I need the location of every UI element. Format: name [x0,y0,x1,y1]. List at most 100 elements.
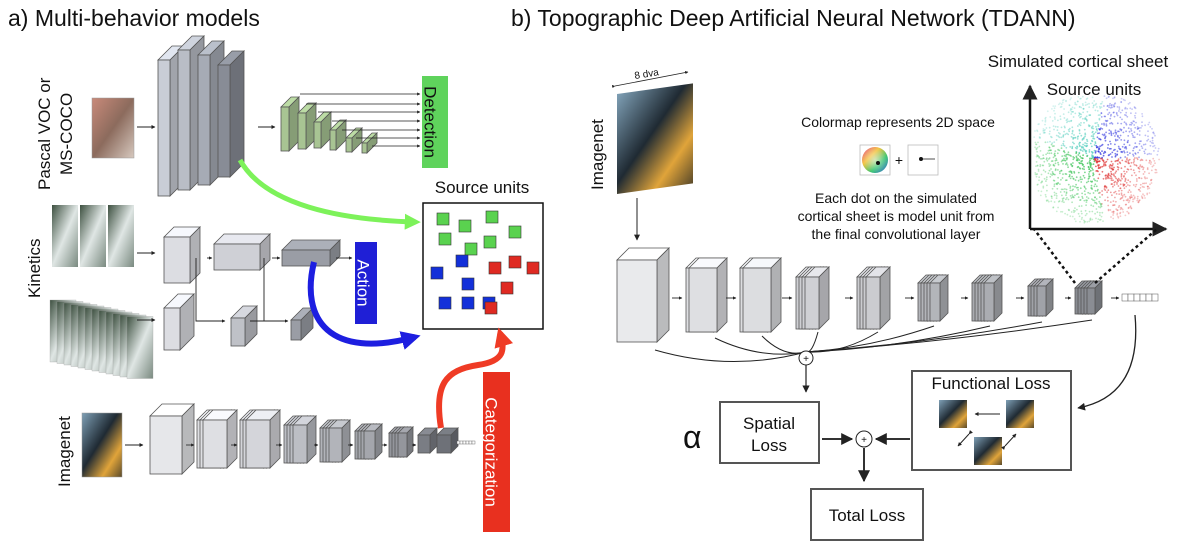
action-layer [230,305,258,347]
total-loss-label: Total Loss [829,506,906,525]
alexnet-layer [363,423,383,460]
pyramid-layer [329,119,347,151]
dot-caption-line-1: Each dot on the simulated [815,190,977,206]
pyramid-layer [361,132,378,154]
detection-network [157,35,245,197]
categorization-network [149,403,476,475]
functional-image-3 [974,437,1002,465]
spatial-loss-box [719,401,820,464]
detection-label: Detection [421,86,440,158]
detection-output-box [422,76,448,168]
categorization-label: Categorization [482,397,501,507]
pyramid-layer [280,96,300,152]
tdann-layer [983,274,1003,322]
kinetics-label: Kinetics [25,238,44,298]
dva-label: 8 dva [634,67,660,82]
total-loss-box [810,488,924,541]
cortical-sheet-scatter [1033,95,1160,224]
colormap-plus: + [895,152,903,168]
source-unit [436,212,450,226]
spatial-loss-label-1: Spatial [743,414,795,433]
detection-connector-lines [300,92,421,148]
pyramid-layer [313,111,332,149]
source-unit [508,225,522,239]
sum-node-top: + [803,354,809,365]
detection-feature-pyramid [280,96,378,154]
action-layer [163,293,195,351]
source-unit [464,242,478,256]
action-layer [290,307,314,341]
alexnet-layer [397,426,414,458]
tdann-layer [929,274,949,322]
imagenet-label-a: Imagenet [55,416,74,487]
tdann-layer [742,257,782,333]
tdann-layer [1086,280,1103,315]
backbone-layer [177,35,205,191]
colormap-caption: Colormap represents 2D space [801,114,995,130]
source-unit [438,232,452,246]
functional-loss-label: Functional Loss [931,374,1050,393]
source-unit-squares [430,210,540,315]
source-unit [461,296,475,310]
tdann-layer [688,257,728,333]
action-layer [213,233,271,271]
functional-image-2 [1006,400,1034,428]
source-unit [484,301,498,315]
tdann-layer [804,266,830,330]
source-units-title-a: Source units [435,178,530,197]
detection-to-units-arrow [237,158,421,230]
source-unit [485,210,499,224]
tdann-layer [616,247,670,343]
source-unit [500,281,514,295]
colormap-icon [859,144,891,176]
loss-convergence-curves [654,319,1093,363]
pyramid-layer [345,127,363,153]
categorization-output-box [483,372,510,532]
alexnet-layer [292,415,317,464]
panel-b-title: b) Topographic Deep Artificial Neural Ne… [511,5,1076,31]
pyramid-layer [297,102,317,150]
toucan-image-a [81,412,123,478]
source-unit [483,235,497,249]
source-unit [508,255,522,269]
spatial-loss-label-2: Loss [751,436,787,455]
ms-coco-label: MS-COCO [57,93,76,175]
alexnet-layer [245,409,281,469]
imagenet-label-b: Imagenet [588,119,607,190]
kinetics-frames-bottom [49,299,154,379]
action-layer [281,239,341,267]
dot-caption-line-3: the final convolutional layer [812,226,981,242]
bicycle-image [91,97,135,159]
tdann-layer [1036,278,1054,317]
alexnet-layer [149,403,195,475]
source-unit [488,261,502,275]
alexnet-layer [417,427,438,454]
tdann-network [616,247,1159,343]
panel-a-title: a) Multi-behavior models [8,5,260,31]
action-network [163,226,353,351]
categorization-to-units-arrow [435,327,514,429]
backbone-layer [217,50,245,178]
alpha-symbol: α [683,419,702,455]
action-layer [163,226,201,284]
alexnet-layer [436,427,459,454]
sum-node-bottom: + [861,435,867,446]
dot-caption-line-2: cortical sheet is model unit from [798,208,995,224]
position-icon [907,144,939,176]
alexnet-layer [202,409,238,469]
source-unit [458,219,472,233]
source-unit [461,277,475,291]
action-output-box [355,242,377,324]
source-unit [526,261,540,275]
action-to-units-arrow [307,261,421,350]
source-unit [455,254,469,268]
cortical-sheet-title: Simulated cortical sheet [988,52,1169,71]
kinetics-frames-top [52,205,134,267]
source-unit [430,266,444,280]
pascal-voc-label: Pascal VOC or [35,77,54,190]
functional-image-1 [939,400,967,428]
source-units-title-b: Source units [1047,80,1142,99]
alexnet-layer [328,419,351,463]
toucan-image-b [617,83,693,194]
